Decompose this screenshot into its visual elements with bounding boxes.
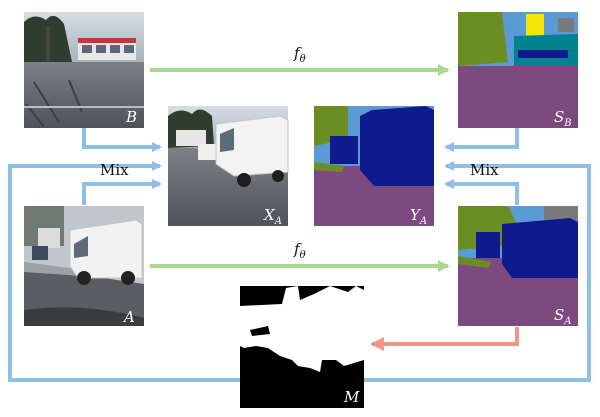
panel-a-label: A <box>122 308 135 326</box>
panel-m-label: M <box>343 388 360 406</box>
panel-sb-label: S <box>554 108 564 126</box>
panel-ya: YA <box>314 106 434 227</box>
arrow-m-to-left <box>8 161 240 382</box>
arrow-a-to-xa <box>82 179 162 205</box>
arrow-sb-to-ya <box>444 128 519 152</box>
mix-label-right: Mix <box>470 161 499 179</box>
svg-text:fθ: fθ <box>293 44 306 65</box>
f-sub-top: θ <box>300 54 306 65</box>
panel-m: M <box>240 286 364 408</box>
panel-xa-sub: A <box>274 216 282 227</box>
panel-ya-label: Y <box>410 206 422 224</box>
green-arrows <box>150 64 450 272</box>
panel-xa: XA <box>168 106 289 227</box>
panel-ya-sub: A <box>419 216 427 227</box>
panel-sa-label: S <box>554 306 564 324</box>
svg-text:fθ: fθ <box>293 240 306 261</box>
panel-sb-sub: B <box>563 118 571 129</box>
arrow-b-to-xa <box>82 128 162 152</box>
arrow-sa-to-m <box>370 327 519 351</box>
svg-text:YA: YA <box>410 206 427 227</box>
panel-a: A <box>24 206 144 326</box>
f-label-bottom: f <box>293 240 302 258</box>
panel-b-label: B <box>125 108 137 126</box>
panel-sa-sub: A <box>563 316 571 327</box>
red-arrow <box>370 327 519 351</box>
blue-arrows <box>8 128 591 382</box>
panel-b: B <box>24 12 144 128</box>
panel-sa: SA <box>458 206 578 327</box>
panel-sb: SB <box>458 12 578 129</box>
f-sub-bottom: θ <box>300 250 306 261</box>
mix-label-left: Mix <box>100 161 129 179</box>
arrow-sa-to-ya <box>444 179 519 205</box>
f-label-top: f <box>293 44 302 62</box>
svg-text:SA: SA <box>554 306 572 327</box>
svg-text:SB: SB <box>554 108 572 129</box>
svg-text:XA: XA <box>263 206 282 227</box>
panel-xa-label: X <box>263 206 276 224</box>
arrow-m-to-right <box>364 161 591 382</box>
